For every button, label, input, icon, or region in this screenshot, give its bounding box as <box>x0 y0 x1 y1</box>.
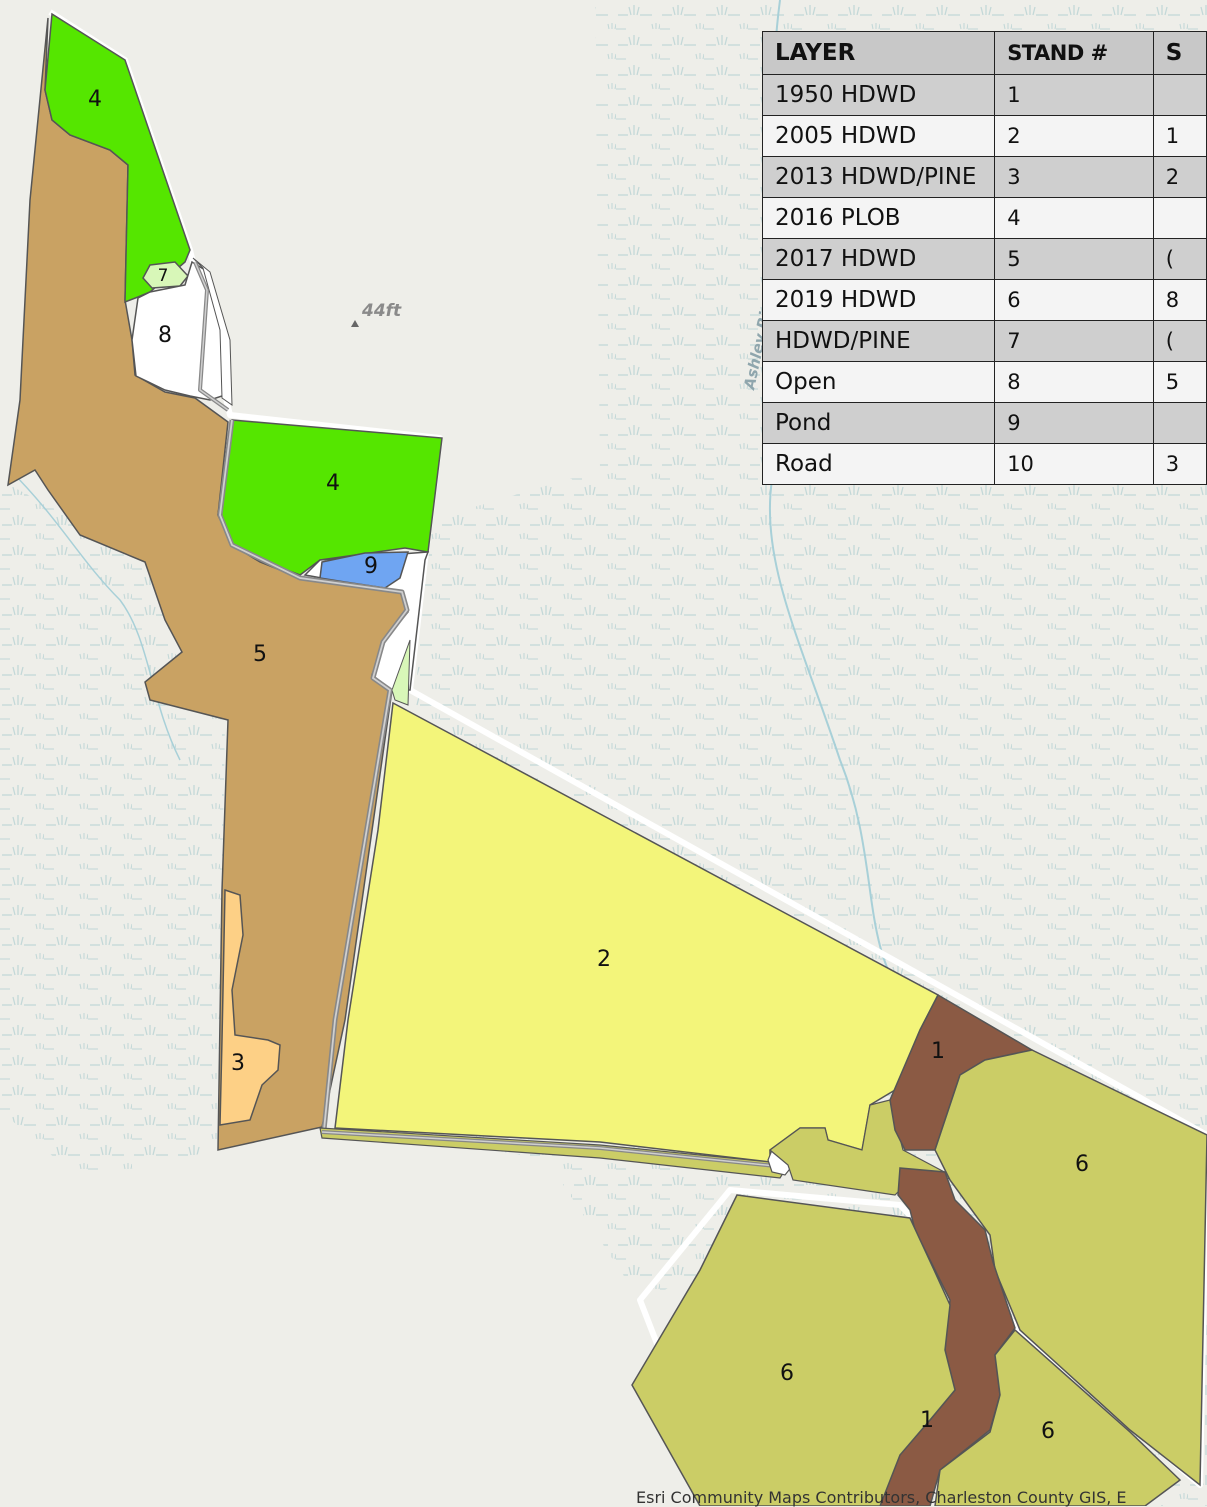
legend-layer: 2005 HDWD <box>761 115 996 157</box>
stand-6-southwest-2019-hdwd[interactable] <box>631 1194 956 1506</box>
road-mid-inner <box>219 419 408 1131</box>
legend-extra: ( <box>1152 320 1207 362</box>
legend-header-layer: LAYER <box>761 31 996 75</box>
road-south-inner <box>321 1131 776 1167</box>
legend-layer: 1950 HDWD <box>761 74 996 116</box>
stand-label-6-east: 6 <box>1075 1152 1089 1177</box>
stand-label-1-north: 1 <box>931 1039 945 1064</box>
stand-8-open-strip[interactable] <box>192 257 233 406</box>
stand-4-north-2016-plob[interactable] <box>44 12 191 304</box>
elevation-marker-icon <box>351 320 359 327</box>
legend-layer: Open <box>761 361 996 403</box>
legend-header-stand: STAND # <box>994 31 1154 75</box>
hdwd-pine-sliver[interactable] <box>391 639 411 706</box>
stand-label-4-north: 4 <box>88 87 102 112</box>
legend-layer: 2017 HDWD <box>761 238 996 280</box>
legend-extra: 2 <box>1152 156 1207 198</box>
legend-stand: 1 <box>994 74 1154 116</box>
elevation-label: 44ft <box>361 301 402 321</box>
stand-6-south-2019-hdwd[interactable] <box>934 1328 1182 1506</box>
stand-label-5: 5 <box>253 642 267 667</box>
legend-layer: 2016 PLOB <box>761 197 996 239</box>
road-north-inner <box>194 261 229 411</box>
legend-stand: 2 <box>994 115 1154 157</box>
marsh-west <box>0 480 225 1180</box>
legend-stand: 10 <box>994 443 1154 485</box>
legend-layer: 2013 HDWD/PINE <box>761 156 996 198</box>
stand-label-6-southwest: 6 <box>780 1361 794 1386</box>
stand-label-7: 7 <box>158 266 169 286</box>
legend-extra: 8 <box>1152 279 1207 321</box>
stand-9-pond[interactable] <box>319 551 410 589</box>
legend-layer: Road <box>761 443 996 485</box>
stand-label-8: 8 <box>158 323 172 348</box>
legend-extra <box>1152 197 1207 239</box>
legend-stand: 5 <box>994 238 1154 280</box>
legend-extra <box>1152 402 1207 444</box>
legend-stand: 8 <box>994 361 1154 403</box>
stand-label-3: 3 <box>231 1051 245 1076</box>
stand-label-6-south: 6 <box>1041 1419 1055 1444</box>
stand-3-2013-hdwd-pine[interactable] <box>219 888 281 1126</box>
stand-6-east-2019-hdwd[interactable] <box>934 1049 1207 1487</box>
legend-layer: 2019 HDWD <box>761 279 996 321</box>
legend-stand: 9 <box>994 402 1154 444</box>
legend-extra: 1 <box>1152 115 1207 157</box>
legend-extra: 5 <box>1152 361 1207 403</box>
legend-layer: HDWD/PINE <box>761 320 996 362</box>
legend-layer: Pond <box>761 402 996 444</box>
legend-header-row: LAYER STAND # S <box>761 31 1207 75</box>
stand-label-2: 2 <box>597 947 611 972</box>
stand-label-1-south: 1 <box>920 1408 934 1433</box>
legend-stand: 7 <box>994 320 1154 362</box>
legend-stand: 4 <box>994 197 1154 239</box>
legend-stand: 6 <box>994 279 1154 321</box>
legend-extra <box>1152 74 1207 116</box>
stand-label-9: 9 <box>364 554 378 579</box>
stand-label-4-mid: 4 <box>326 471 340 496</box>
creek-west <box>9 469 181 761</box>
legend-header-extra: S <box>1152 31 1207 75</box>
legend-extra: ( <box>1152 238 1207 280</box>
legend-stand: 3 <box>994 156 1154 198</box>
map-attribution: Esri Community Maps Contributors, Charle… <box>636 1488 1127 1507</box>
legend-extra: 3 <box>1152 443 1207 485</box>
